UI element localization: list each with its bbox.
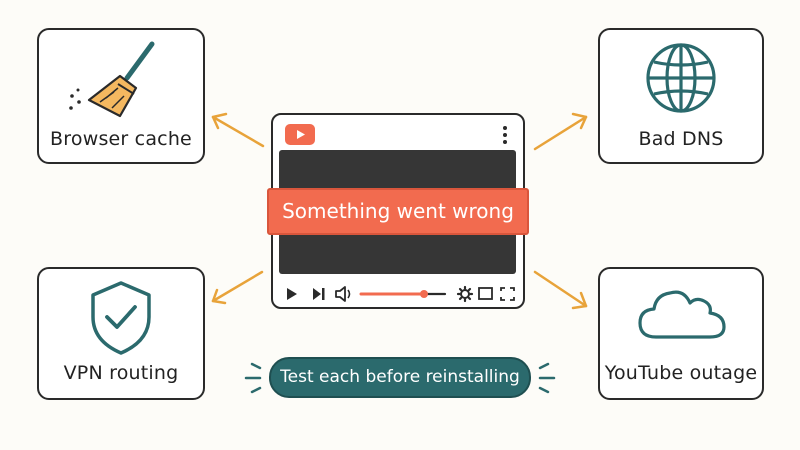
- arrow-to-browser-cache: [211, 112, 265, 148]
- cause-label-vpn-routing: VPN routing: [63, 362, 179, 384]
- arrow-to-bad-dns: [533, 112, 588, 151]
- cause-card-bad-dns: Bad DNS: [598, 28, 764, 164]
- miniplayer-icon[interactable]: [478, 287, 493, 300]
- sparkle-right-icon: [538, 362, 556, 394]
- shield-check-icon: [91, 281, 151, 355]
- settings-icon[interactable]: [456, 285, 474, 303]
- more-options-icon[interactable]: [501, 125, 509, 145]
- cause-label-youtube-outage: YouTube outage: [604, 362, 758, 384]
- youtube-logo-icon: [285, 124, 315, 145]
- volume-icon[interactable]: [335, 286, 351, 302]
- cloud-icon: [638, 290, 726, 339]
- play-icon[interactable]: [287, 288, 297, 300]
- sparkle-left-icon: [244, 362, 262, 394]
- cause-card-vpn-routing: VPN routing: [37, 267, 205, 400]
- cause-label-bad-dns: Bad DNS: [638, 128, 724, 150]
- skip-next-icon[interactable]: [313, 288, 325, 300]
- globe-icon: [646, 43, 716, 113]
- cause-card-youtube-outage: YouTube outage: [598, 267, 764, 400]
- arrow-to-vpn-routing: [211, 270, 264, 305]
- cause-label-browser-cache: Browser cache: [50, 128, 192, 150]
- arrow-to-youtube-outage: [533, 270, 588, 310]
- cause-card-browser-cache: Browser cache: [37, 28, 205, 164]
- error-message-banner: Something went wrong: [267, 188, 529, 235]
- fullscreen-icon[interactable]: [500, 287, 515, 301]
- player-controls: [287, 285, 515, 303]
- broom-icon: [69, 41, 155, 118]
- progress-bar[interactable]: [359, 290, 447, 298]
- tip-badge: Test each before reinstalling: [269, 357, 531, 398]
